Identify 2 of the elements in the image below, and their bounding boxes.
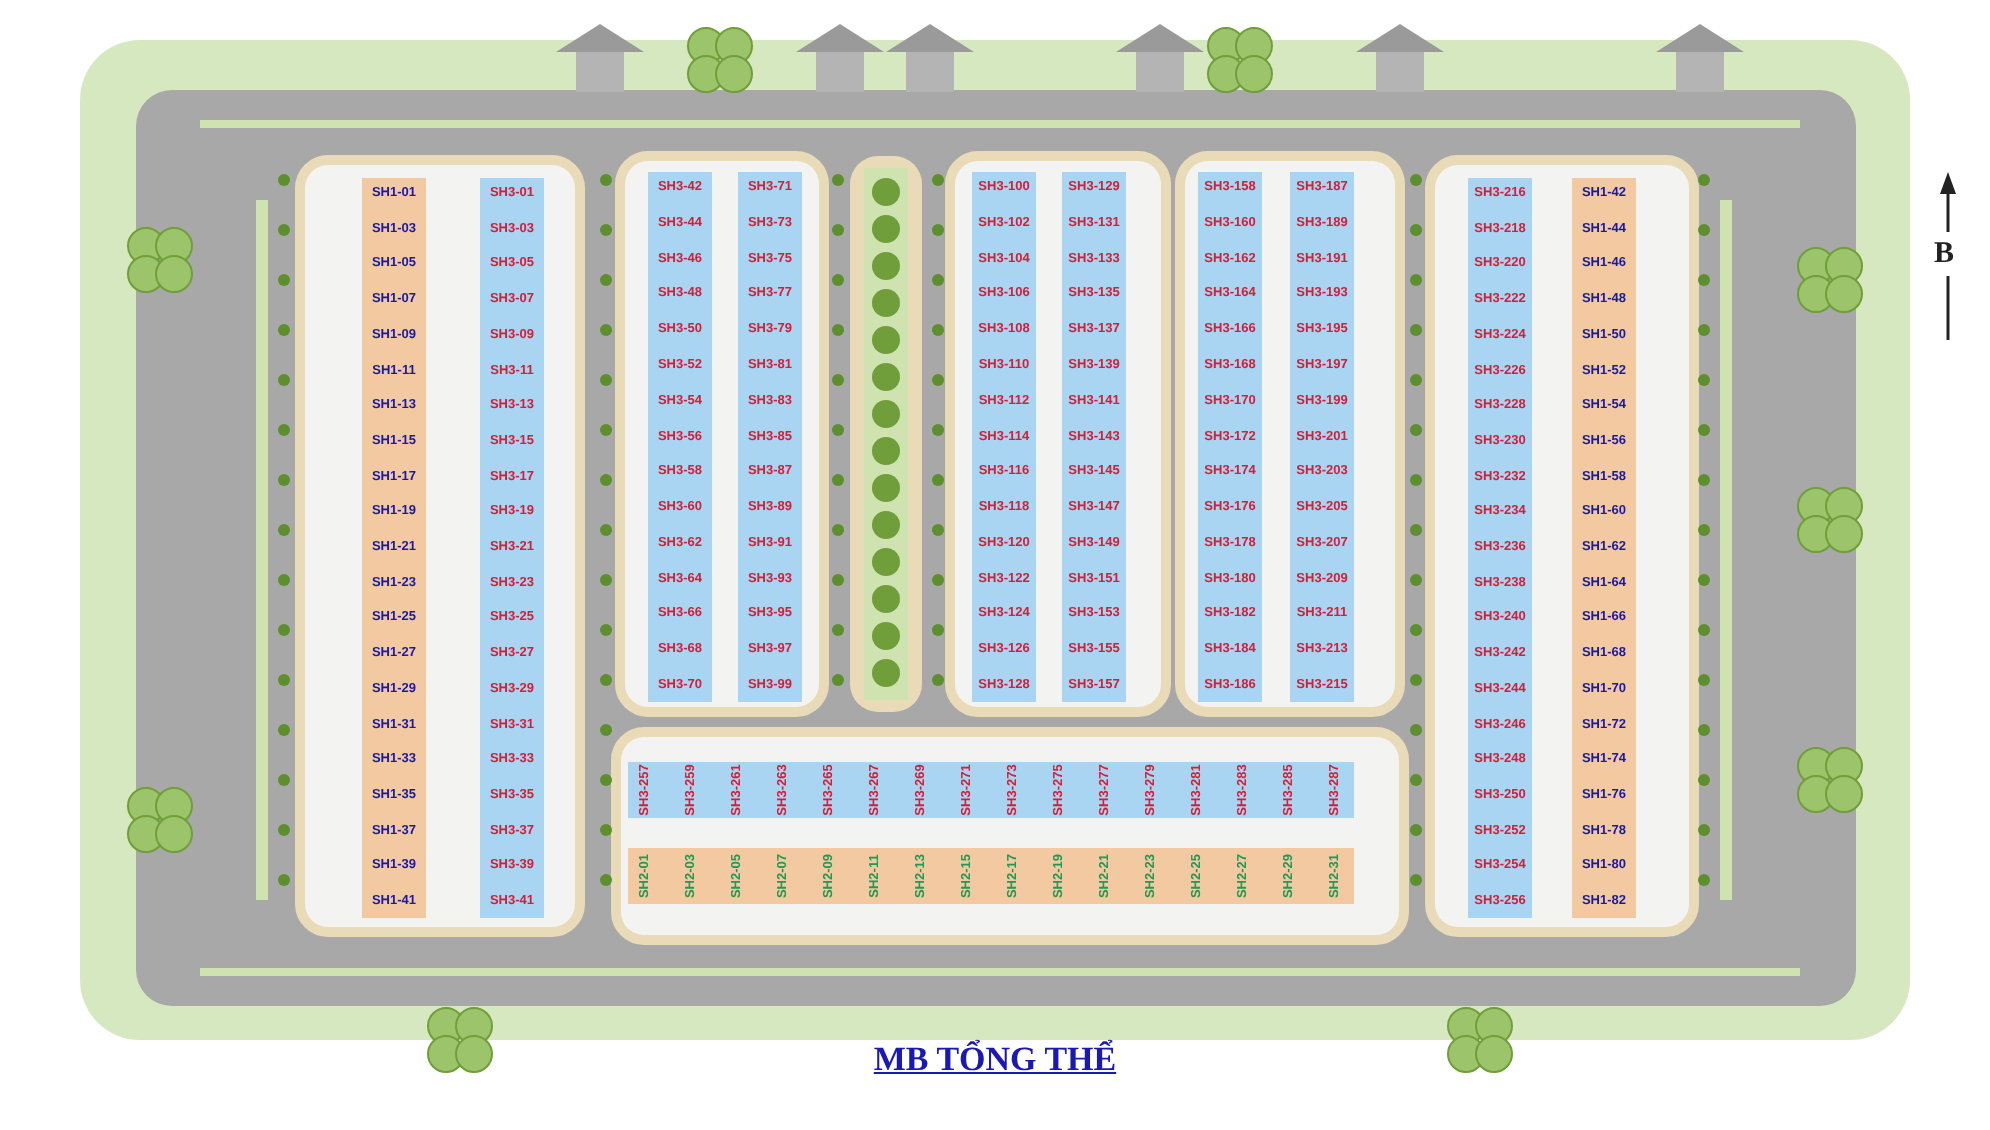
plan-title: MB TỔNG THỂ xyxy=(873,1040,1117,1078)
north-letter: B xyxy=(1934,238,1955,270)
